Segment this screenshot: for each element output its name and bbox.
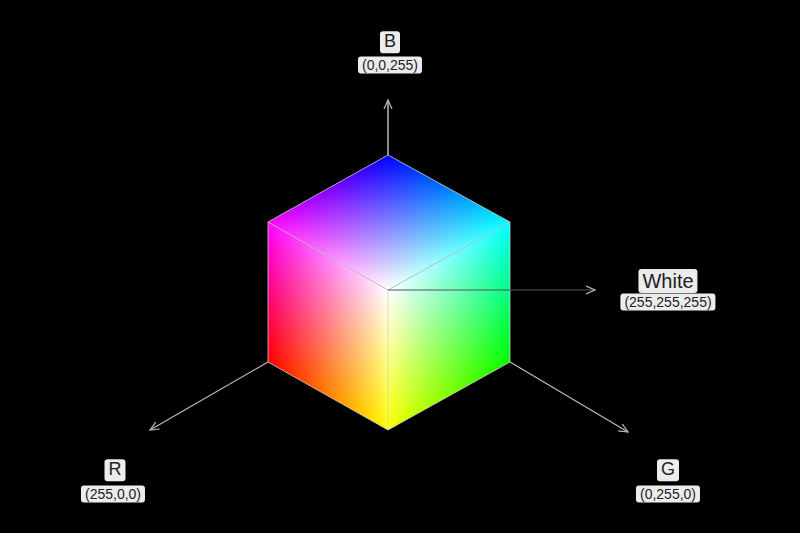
cube-edges [268, 155, 510, 430]
coordinate-label: (0,255,0) [636, 486, 700, 503]
axis-label: G [657, 459, 679, 481]
coordinate-label: (255,0,0) [81, 486, 145, 503]
white-axis [388, 290, 595, 291]
axis-label: White [638, 269, 697, 293]
axis-label: B [380, 31, 400, 53]
blue-axis [387, 100, 389, 155]
red-axis [150, 362, 268, 430]
coordinate-label: (0,0,255) [358, 57, 422, 74]
coordinate-label: (255,255,255) [620, 294, 715, 311]
axis-label: R [105, 459, 126, 481]
cube [268, 155, 510, 430]
green-axis [510, 362, 628, 432]
top-face [268, 155, 510, 290]
